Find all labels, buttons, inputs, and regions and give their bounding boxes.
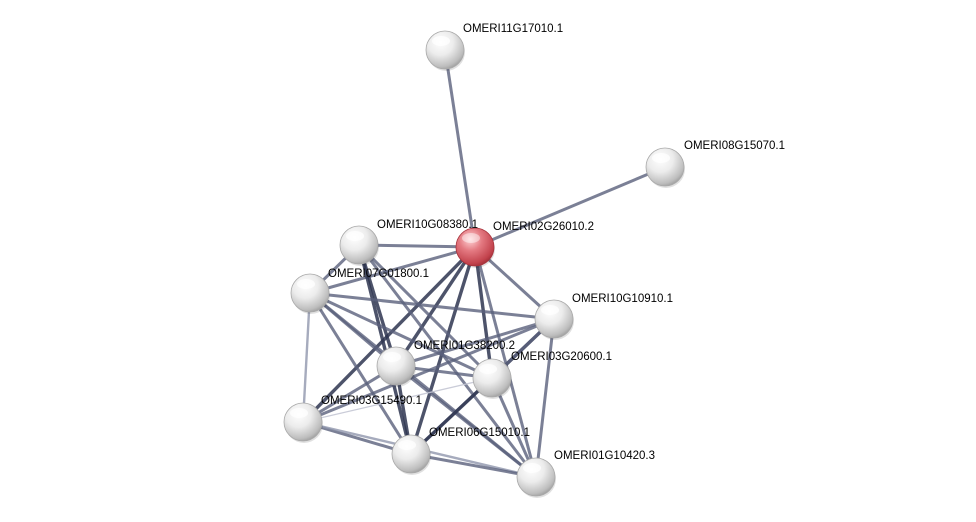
- protein-node[interactable]: [290, 273, 330, 314]
- node-label: OMERI06G15010.1: [429, 427, 530, 439]
- node-highlight: [541, 305, 559, 315]
- network-edge: [394, 317, 556, 368]
- network-edge: [534, 317, 556, 479]
- node-highlight: [523, 463, 541, 473]
- node-label: OMERI07G01800.1: [328, 268, 429, 280]
- node-highlight: [383, 352, 401, 362]
- node-label: OMERI02G26010.2: [493, 221, 594, 233]
- node-highlight: [290, 408, 308, 418]
- network-edge: [473, 245, 538, 479]
- network-edge: [301, 291, 312, 424]
- node-highlight: [479, 364, 497, 374]
- network-edge: [394, 364, 538, 479]
- network-edge: [308, 291, 556, 321]
- protein-node[interactable]: [339, 225, 379, 266]
- node-sphere[interactable]: [455, 227, 495, 267]
- network-edge: [409, 452, 538, 479]
- node-highlight: [652, 153, 670, 163]
- node-label: OMERI08G15070.1: [684, 140, 785, 152]
- query-protein-node[interactable]: [455, 227, 495, 268]
- protein-node[interactable]: [283, 402, 323, 443]
- node-label: OMERI01G38200.2: [414, 340, 515, 352]
- network-edge: [357, 243, 413, 456]
- node-highlight: [398, 440, 416, 450]
- protein-node[interactable]: [645, 147, 685, 188]
- network-edge: [443, 48, 477, 249]
- network-edge: [357, 243, 538, 479]
- node-label: OMERI10G10910.1: [572, 293, 673, 305]
- node-label: OMERI10G08380.1: [377, 219, 478, 231]
- node-highlight: [346, 231, 364, 241]
- protein-node[interactable]: [425, 30, 465, 71]
- node-label: OMERI03G20600.1: [511, 351, 612, 363]
- protein-node[interactable]: [516, 457, 556, 498]
- network-edge: [308, 245, 477, 295]
- nodes-layer: [283, 30, 685, 498]
- protein-node[interactable]: [472, 358, 512, 399]
- node-label: OMERI03G15490.1: [321, 395, 422, 407]
- network-edge: [301, 245, 477, 424]
- network-edge: [308, 291, 494, 380]
- network-edge: [308, 291, 413, 456]
- node-highlight: [432, 36, 450, 46]
- network-edge: [302, 377, 493, 423]
- node-label: OMERI11G17010.1: [463, 23, 563, 35]
- node-highlight: [297, 279, 315, 289]
- labels-layer: OMERI11G17010.1OMERI08G15070.1OMERI02G26…: [321, 23, 785, 462]
- network-edge: [357, 243, 494, 380]
- protein-node[interactable]: [534, 299, 574, 340]
- node-highlight: [462, 233, 480, 243]
- node-label: OMERI01G10420.3: [554, 450, 655, 462]
- protein-node[interactable]: [391, 434, 431, 475]
- protein-node[interactable]: [376, 346, 416, 387]
- network-edge: [473, 165, 667, 249]
